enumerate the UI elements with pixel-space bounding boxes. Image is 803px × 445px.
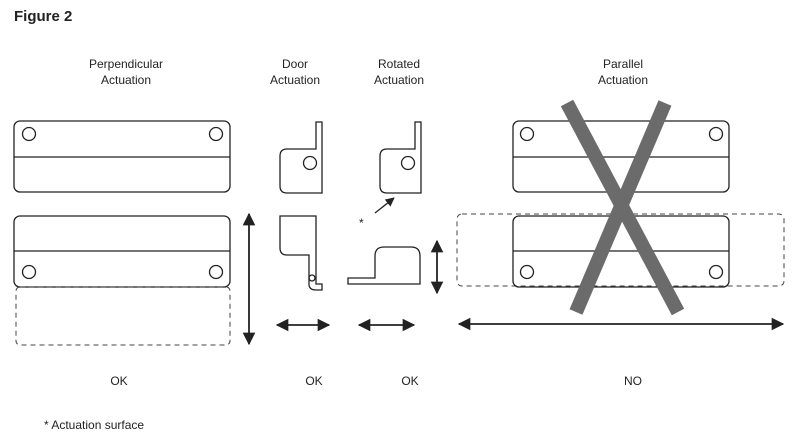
- asterisk-mark: *: [359, 216, 364, 230]
- perpendicular-sensor-top: [13, 120, 231, 193]
- parallel-magnet-bottom: [512, 215, 730, 288]
- header-perpendicular-line1: Perpendicular: [88, 57, 164, 71]
- header-perpendicular: Perpendicular Actuation: [89, 56, 163, 88]
- verdict-parallel: NO: [624, 374, 642, 388]
- door-sensor-top: [279, 121, 323, 194]
- header-parallel-line1: Parallel: [602, 57, 644, 71]
- rotated-magnet-bottom: [347, 246, 421, 285]
- parallel-sensor-top: [512, 120, 730, 193]
- parallel-moved-outline: [456, 213, 785, 287]
- verdict-rotated: OK: [401, 374, 419, 388]
- verdict-door: OK: [305, 374, 323, 388]
- header-perpendicular-line2: Actuation: [100, 73, 152, 87]
- header-door: Door Actuation: [270, 56, 320, 88]
- header-rotated-line1: Rotated: [377, 57, 421, 71]
- rotated-surface-pointer-arrow: [374, 197, 395, 214]
- door-magnet-bottom: [279, 215, 323, 291]
- header-parallel: Parallel Actuation: [598, 56, 648, 88]
- header-parallel-line2: Actuation: [597, 73, 649, 87]
- figure-title: Figure 2: [14, 8, 73, 25]
- perpendicular-moved-outline: [15, 286, 231, 346]
- header-rotated: Rotated Actuation: [374, 56, 424, 88]
- perpendicular-magnet-bottom: [13, 215, 231, 288]
- header-door-line1: Door: [281, 57, 309, 71]
- verdict-perpendicular: OK: [110, 374, 128, 388]
- header-door-line2: Actuation: [269, 73, 321, 87]
- footnote: * Actuation surface: [44, 418, 145, 432]
- prohibited-cross-mark: [560, 99, 685, 316]
- header-rotated-line2: Actuation: [373, 73, 425, 87]
- rotated-sensor-top: [379, 121, 422, 194]
